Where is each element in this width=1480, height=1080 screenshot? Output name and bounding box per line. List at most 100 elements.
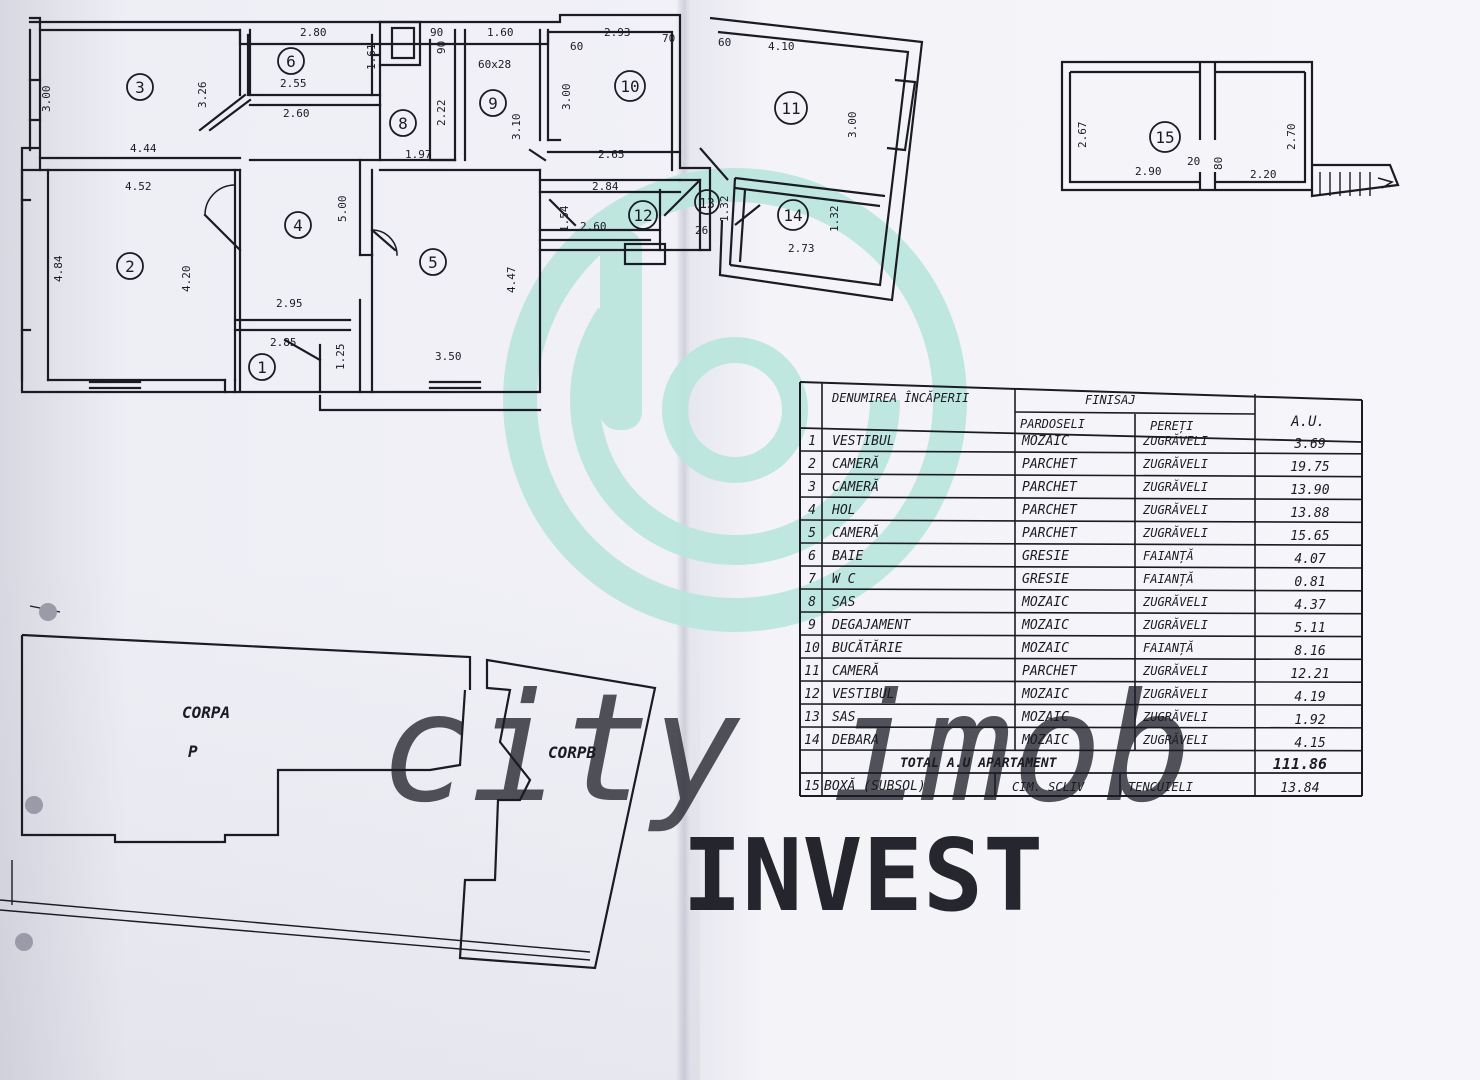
floor-plan (20, 13, 712, 412)
svg-text:2: 2 (125, 257, 135, 276)
table-row-name: SAS (832, 710, 856, 725)
dimension: 2.95 (276, 297, 303, 310)
table-row-area: 5.11 (1294, 621, 1325, 636)
svg-text:15: 15 (1155, 128, 1174, 147)
table-row-floor: MOZAIC (1021, 641, 1069, 656)
dimension-labels: 2.80 1.61 2.55 2.60 3.00 3.26 4.44 4.52 … (40, 26, 859, 370)
table-row-walls: ZUGRĂVELI (1142, 686, 1208, 701)
table-row-walls: FAIANȚĂ (1143, 571, 1194, 587)
svg-text:5: 5 (428, 253, 438, 272)
pin-icon (39, 603, 57, 621)
table-row-floor: MOZAIC (1021, 687, 1069, 702)
dimension: 2.60 (580, 220, 607, 233)
room-label: 2 (116, 252, 144, 280)
table-row-name: VESTIBUL (832, 434, 895, 449)
dimension: 80 (1212, 157, 1225, 170)
table-extra-walls: TENCUIELI (1128, 780, 1193, 794)
dimension: 20 (1187, 155, 1200, 168)
floor-plan-right-wing (699, 16, 924, 302)
table-row-name: BUCĂTĂRIE (832, 640, 903, 656)
table-row-floor: MOZAIC (1021, 618, 1069, 633)
table-header-floor: PARDOSELI (1020, 417, 1085, 431)
table-row-name: CAMERĂ (832, 663, 879, 679)
room-label: 5 (419, 248, 447, 276)
room-label: 12 (628, 200, 658, 230)
table-row-name: VESTIBUL (832, 687, 895, 702)
dimension: 2.84 (592, 180, 619, 193)
table-row-number: 7 (808, 572, 816, 587)
corp-a-label: CORPA (182, 703, 230, 722)
svg-text:13: 13 (699, 197, 715, 212)
basement-dimensions: 2.67 2.90 20 80 2.20 2.70 (1076, 122, 1298, 182)
table-extra-floor: CIM. SCLIV (1012, 780, 1085, 794)
table-extra-area: 13.84 (1280, 781, 1319, 796)
dimension: 60 (718, 36, 731, 49)
room-label: 10 (614, 70, 646, 102)
dimension: 5.00 (336, 196, 349, 223)
table-row-name: W C (832, 572, 856, 587)
table-row-area: 1.92 (1294, 713, 1325, 728)
svg-text:11: 11 (781, 99, 800, 118)
dimension: 1.54 (558, 205, 571, 232)
dimension: 4.10 (768, 40, 795, 53)
table-row-name: CAMERĂ (832, 525, 879, 541)
table-row-area: 4.07 (1294, 552, 1325, 567)
dimension: 3.10 (510, 114, 523, 141)
room-label: 6 (277, 47, 305, 75)
svg-text:9: 9 (488, 94, 498, 113)
dimension: 3.00 (846, 112, 859, 139)
svg-text:3: 3 (135, 78, 145, 97)
dimension: 60x28 (478, 58, 511, 71)
dimension: 70 (662, 32, 675, 45)
dimension: 1.25 (334, 344, 347, 371)
table-row-floor: PARCHET (1022, 526, 1078, 541)
table-row-floor: MOZAIC (1021, 434, 1069, 449)
table-extra-name: BOXĂ (SUBSOL) (824, 778, 926, 794)
table-row-area: 4.15 (1294, 736, 1325, 751)
table-row-walls: ZUGRĂVELI (1142, 617, 1208, 632)
table-row-walls: ZUGRĂVELI (1142, 732, 1208, 747)
table-row-walls: ZUGRĂVELI (1142, 479, 1208, 494)
dimension: 2.20 (1250, 168, 1277, 181)
pin-icon (15, 933, 33, 951)
svg-text:10: 10 (620, 77, 639, 96)
table-row-walls: ZUGRĂVELI (1142, 502, 1208, 517)
table-extra-number: 15 (804, 779, 820, 794)
table-row-floor: MOZAIC (1021, 595, 1069, 610)
table-row-name: BAIE (832, 549, 863, 564)
dimension: 2.55 (280, 77, 307, 90)
dimension: 3.26 (196, 82, 209, 109)
room-label: 1 (248, 353, 276, 381)
sheet-shadow (0, 560, 700, 1080)
dimension: 2.60 (283, 107, 310, 120)
table-header-finish: FINISAJ (1085, 393, 1136, 407)
dimension: 2.85 (270, 336, 297, 349)
pin-icon (25, 796, 43, 814)
table-row-name: DEBARA (831, 733, 879, 748)
room-label: 14 (777, 199, 809, 231)
dimension: 60 (570, 40, 583, 53)
corp-b-label: CORPB (548, 743, 597, 762)
dimension: 3.50 (435, 350, 462, 363)
dimension: 4.84 (52, 255, 65, 282)
table-row-area: 8.16 (1294, 644, 1325, 659)
room-label: 3 (126, 73, 154, 101)
table-row-number: 4 (808, 503, 816, 518)
table-total-label: TOTAL A.U APARTAMENT (900, 756, 1058, 771)
table-row-number: 3 (807, 480, 816, 495)
table-row-walls: ZUGRĂVELI (1142, 433, 1208, 448)
svg-text:6: 6 (286, 52, 296, 71)
room-label: 4 (284, 211, 312, 239)
table-row-area: 3.69 (1293, 437, 1325, 452)
table-row-number: 2 (808, 457, 816, 472)
table-row-walls: ZUGRĂVELI (1142, 525, 1208, 540)
site-plan (0, 603, 657, 970)
table-row-number: 13 (804, 710, 820, 725)
dimension: 4.44 (130, 142, 157, 155)
table-header-name: DENUMIREA ÎNCĂPERII (831, 390, 969, 405)
table-row-floor: PARCHET (1022, 457, 1078, 472)
table-row-name: CAMERĂ (832, 456, 879, 472)
table-row-floor: PARCHET (1022, 503, 1078, 518)
